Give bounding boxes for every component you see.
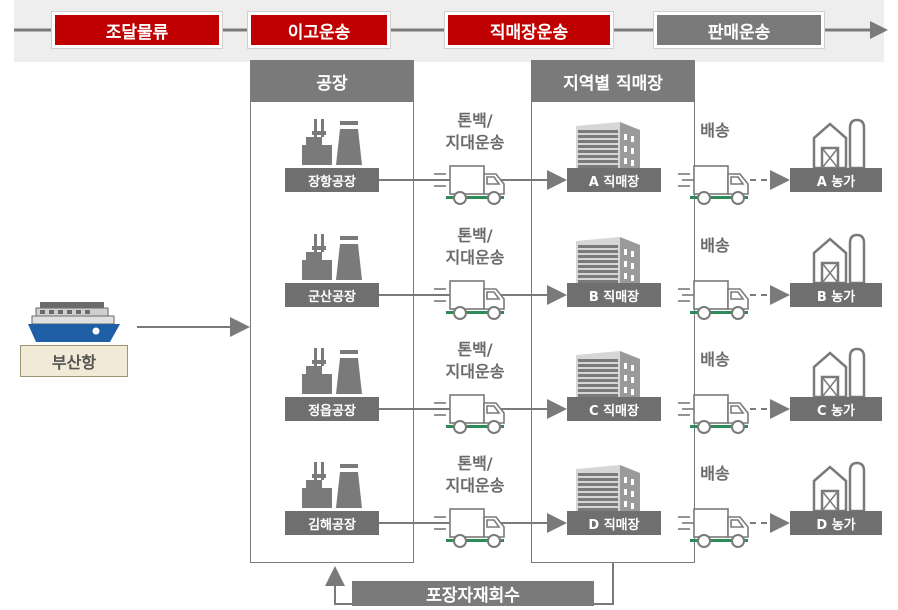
factory-icon (300, 346, 364, 400)
store-label: D 직매장 (567, 511, 661, 535)
packaging-recovery-label: 포장자재회수 (352, 581, 594, 606)
store-label: B 직매장 (567, 283, 661, 307)
factory-label: 정읍공장 (285, 397, 379, 421)
truck-icon (676, 275, 756, 327)
farm-icon (812, 233, 872, 289)
stage-store-transport: 직매장운송 (445, 12, 613, 48)
store-building-icon (574, 349, 644, 407)
factory-label: 장항공장 (285, 168, 379, 192)
store-building-icon (574, 235, 644, 293)
farm-label: C 농가 (790, 397, 882, 421)
factory-icon (300, 460, 364, 514)
store-header: 지역별 직매장 (531, 60, 695, 102)
truck-icon (432, 503, 512, 555)
truck-icon (676, 503, 756, 555)
store-building-icon (574, 463, 644, 521)
factory-label: 군산공장 (285, 283, 379, 307)
store-building-icon (574, 120, 644, 178)
ship-icon (28, 302, 120, 342)
factory-icon (300, 232, 364, 286)
transport-label-delivery: 배송 (700, 236, 730, 255)
transport-label-delivery: 배송 (700, 464, 730, 483)
stage-procurement: 조달물류 (52, 12, 222, 48)
truck-icon (676, 389, 756, 441)
transport-label-bulk: 톤백/ 지대운송 (445, 111, 505, 152)
stage-sales-transport: 판매운송 (654, 12, 824, 48)
farm-icon (812, 347, 872, 403)
busan-port-label: 부산항 (20, 345, 128, 377)
factory-header: 공장 (250, 60, 414, 102)
farm-label: D 농가 (790, 511, 882, 535)
transport-label-delivery: 배송 (700, 121, 730, 140)
factory-icon (300, 117, 364, 171)
truck-icon (432, 389, 512, 441)
truck-icon (676, 160, 756, 212)
transport-label-bulk: 톤백/ 지대운송 (445, 226, 505, 267)
factory-label: 김해공장 (285, 511, 379, 535)
transport-label-delivery: 배송 (700, 350, 730, 369)
store-label: C 직매장 (567, 397, 661, 421)
truck-icon (432, 275, 512, 327)
farm-label: B 농가 (790, 283, 882, 307)
farm-icon (812, 118, 872, 174)
truck-icon (432, 160, 512, 212)
transport-label-bulk: 톤백/ 지대운송 (445, 340, 505, 381)
store-label: A 직매장 (567, 168, 661, 192)
farm-label: A 농가 (790, 168, 882, 192)
stage-transfer: 이고운송 (248, 12, 390, 48)
transport-label-bulk: 톤백/ 지대운송 (445, 454, 505, 495)
farm-icon (812, 461, 872, 517)
